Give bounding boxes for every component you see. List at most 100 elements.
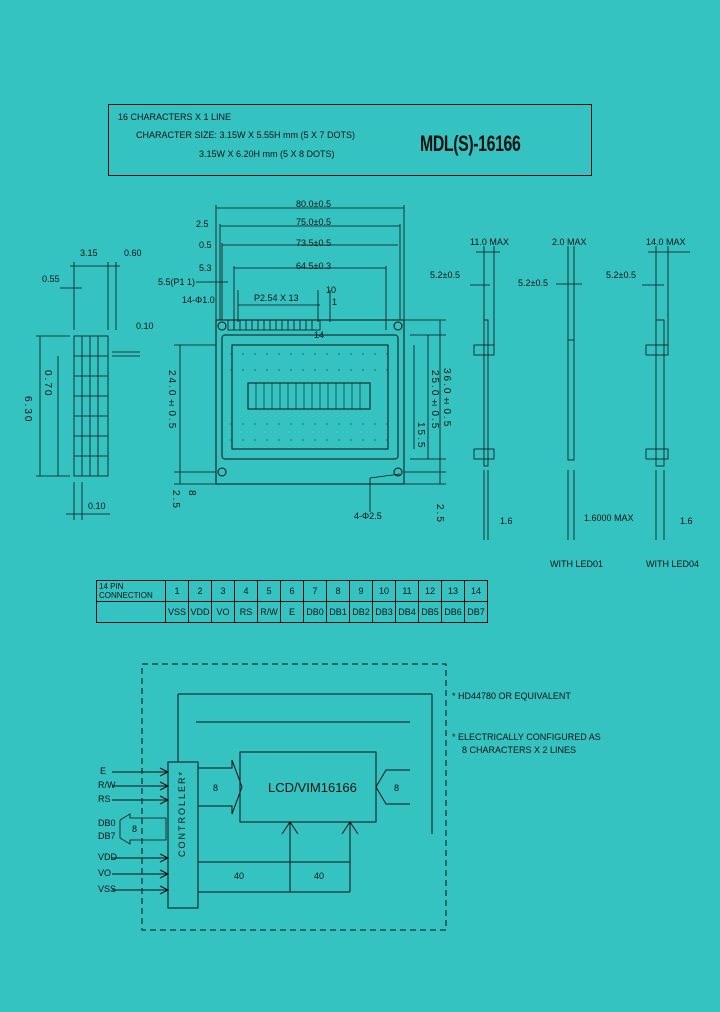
- dim-offset-25: 2.5: [196, 219, 209, 229]
- pin-signal: DB2: [349, 601, 373, 623]
- pin-signal: DB4: [395, 601, 419, 623]
- dim-pin1-offset: 5.5(P1 1): [158, 277, 196, 287]
- pin-number: 13: [441, 580, 465, 602]
- dim-mount-holes: 4-Φ2.5: [354, 511, 382, 521]
- pin-table-label: 14 PIN CONNECTION: [96, 580, 166, 602]
- pin-table-blank: [96, 601, 166, 623]
- dim-outline-width: 80.0±0.5: [296, 199, 331, 209]
- controller-label: CONTROLLER*: [177, 770, 187, 858]
- bus-in-label: 8: [213, 783, 219, 793]
- side3-bottom: 1.6: [680, 516, 693, 526]
- dim-char-height: 6.30: [22, 396, 33, 424]
- dim-active-width: 73.5±0.5: [296, 238, 331, 248]
- dim-char-width: 3.15: [80, 248, 98, 258]
- character-row: [247, 382, 371, 410]
- mount-hole-bl: [217, 467, 227, 477]
- side1-top: 11.0 MAX: [470, 237, 509, 247]
- signal-db0: DB0: [98, 818, 116, 828]
- dim-dot-gap-bottom: 0.10: [88, 501, 106, 511]
- side2-bottom: 1.6000 MAX: [584, 513, 634, 523]
- pin-number: 11: [395, 580, 419, 602]
- character-cells: [255, 383, 361, 409]
- pin-signal: VO: [211, 601, 235, 623]
- dim-pin-pitch: P2.54 X 13: [254, 293, 299, 303]
- pin-signal: VDD: [188, 601, 212, 623]
- side1-side: 5.2±0.5: [430, 270, 460, 280]
- dim-dot-height: 0.70: [42, 370, 53, 398]
- block-diagram: [112, 663, 447, 931]
- dim-char-gap: 0.60: [124, 248, 142, 258]
- dim-offset-05: 0.5: [199, 240, 212, 250]
- pin-number: 1: [165, 580, 189, 602]
- right-dimension-lines: [404, 319, 446, 485]
- seg1-label: 40: [234, 871, 245, 881]
- seg2-label: 40: [314, 871, 325, 881]
- pin-signal: RS: [234, 601, 258, 623]
- pin-number: 14: [464, 580, 488, 602]
- top-dimension-lines: [196, 205, 405, 330]
- pin-signal: DB1: [326, 601, 350, 623]
- side1-bottom: 1.6: [500, 516, 513, 526]
- dim-left-8: 8: [186, 490, 197, 498]
- pin-number: 7: [303, 580, 327, 602]
- signal-vdd: VDD: [98, 852, 118, 862]
- signal-db7: DB7: [98, 831, 116, 841]
- pin-number: 10: [372, 580, 396, 602]
- side-view-3: [642, 246, 690, 540]
- pin-number: 6: [280, 580, 304, 602]
- dim-pin-10: 10: [326, 285, 337, 295]
- pin-signal: DB7: [464, 601, 488, 623]
- signal-vss: VSS: [98, 884, 117, 894]
- pin-signal: DB3: [372, 601, 396, 623]
- side-view-1: [470, 246, 500, 540]
- dim-dot-width: 0.55: [42, 274, 60, 284]
- side3-top: 14.0 MAX: [646, 237, 686, 247]
- mount-hole-br: [393, 467, 403, 477]
- bus-right-label: 8: [394, 783, 400, 793]
- spec-line-3: 3.15W X 6.20H mm (5 X 8 DOTS): [199, 149, 335, 159]
- pin-number: 5: [257, 580, 281, 602]
- pin-number: 9: [349, 580, 373, 602]
- active-area: [231, 344, 389, 450]
- header-box: [108, 104, 592, 176]
- spec-line-1: 16 CHARACTERS X 1 LINE: [118, 112, 232, 122]
- dim-viewing-width: 75.0±0.5: [296, 217, 331, 227]
- left-dimension-lines: [174, 344, 401, 512]
- pin-header: [227, 319, 321, 331]
- dim-height-25b: 2.5: [434, 504, 445, 524]
- pin-connection-table: 14 PIN CONNECTION 1 2 3 4 5 6 7 8 9 10 1…: [96, 580, 488, 623]
- side2-top: 2.0 MAX: [552, 237, 587, 247]
- pin-signal: E: [280, 601, 304, 623]
- pin-number: 12: [418, 580, 442, 602]
- signal-e: E: [100, 766, 107, 776]
- dim-height-25: 25.0±0.5: [429, 370, 440, 431]
- plus-marks: [230, 353, 390, 441]
- controller-block: [167, 761, 199, 909]
- mount-hole-tr: [393, 321, 403, 331]
- signal-rw: R/W: [98, 780, 116, 790]
- pin-number-14: 14: [314, 330, 325, 340]
- side3-label: WITH LED04: [646, 559, 700, 569]
- side3-side: 5.2±0.5: [606, 270, 636, 280]
- pin-number: 3: [211, 580, 235, 602]
- note-hd44780: * HD44780 OR EQUIVALENT: [452, 691, 571, 701]
- dim-pin-row: 14-Φ1.0: [182, 295, 215, 305]
- pin-signal: R/W: [257, 601, 281, 623]
- side-view-2: [556, 246, 582, 540]
- pin-number: 8: [326, 580, 350, 602]
- data-bus-label: 8: [132, 824, 138, 834]
- note-config: * ELECTRICALLY CONFIGURED AS: [452, 732, 601, 742]
- dim-offset-53: 5.3: [199, 263, 212, 273]
- pin-signal: DB0: [303, 601, 327, 623]
- pin-number-row: 14 PIN CONNECTION 1 2 3 4 5 6 7 8 9 10 1…: [96, 580, 488, 602]
- lcd-label: LCD/VIM16166: [268, 780, 357, 795]
- note-config-2: 8 CHARACTERS X 2 LINES: [462, 745, 577, 755]
- mount-hole-tl: [217, 321, 227, 331]
- spec-line-2: CHARACTER SIZE: 3.15W X 5.55H mm (5 X 7 …: [136, 130, 356, 140]
- signal-rs: RS: [98, 794, 111, 804]
- pin-signal: DB5: [418, 601, 442, 623]
- viewing-area: [221, 334, 399, 460]
- dim-height-36: 36.0±0.5: [441, 368, 452, 429]
- pin-signal-row: VSS VDD VO RS R/W E DB0 DB1 DB2 DB3 DB4 …: [96, 601, 488, 623]
